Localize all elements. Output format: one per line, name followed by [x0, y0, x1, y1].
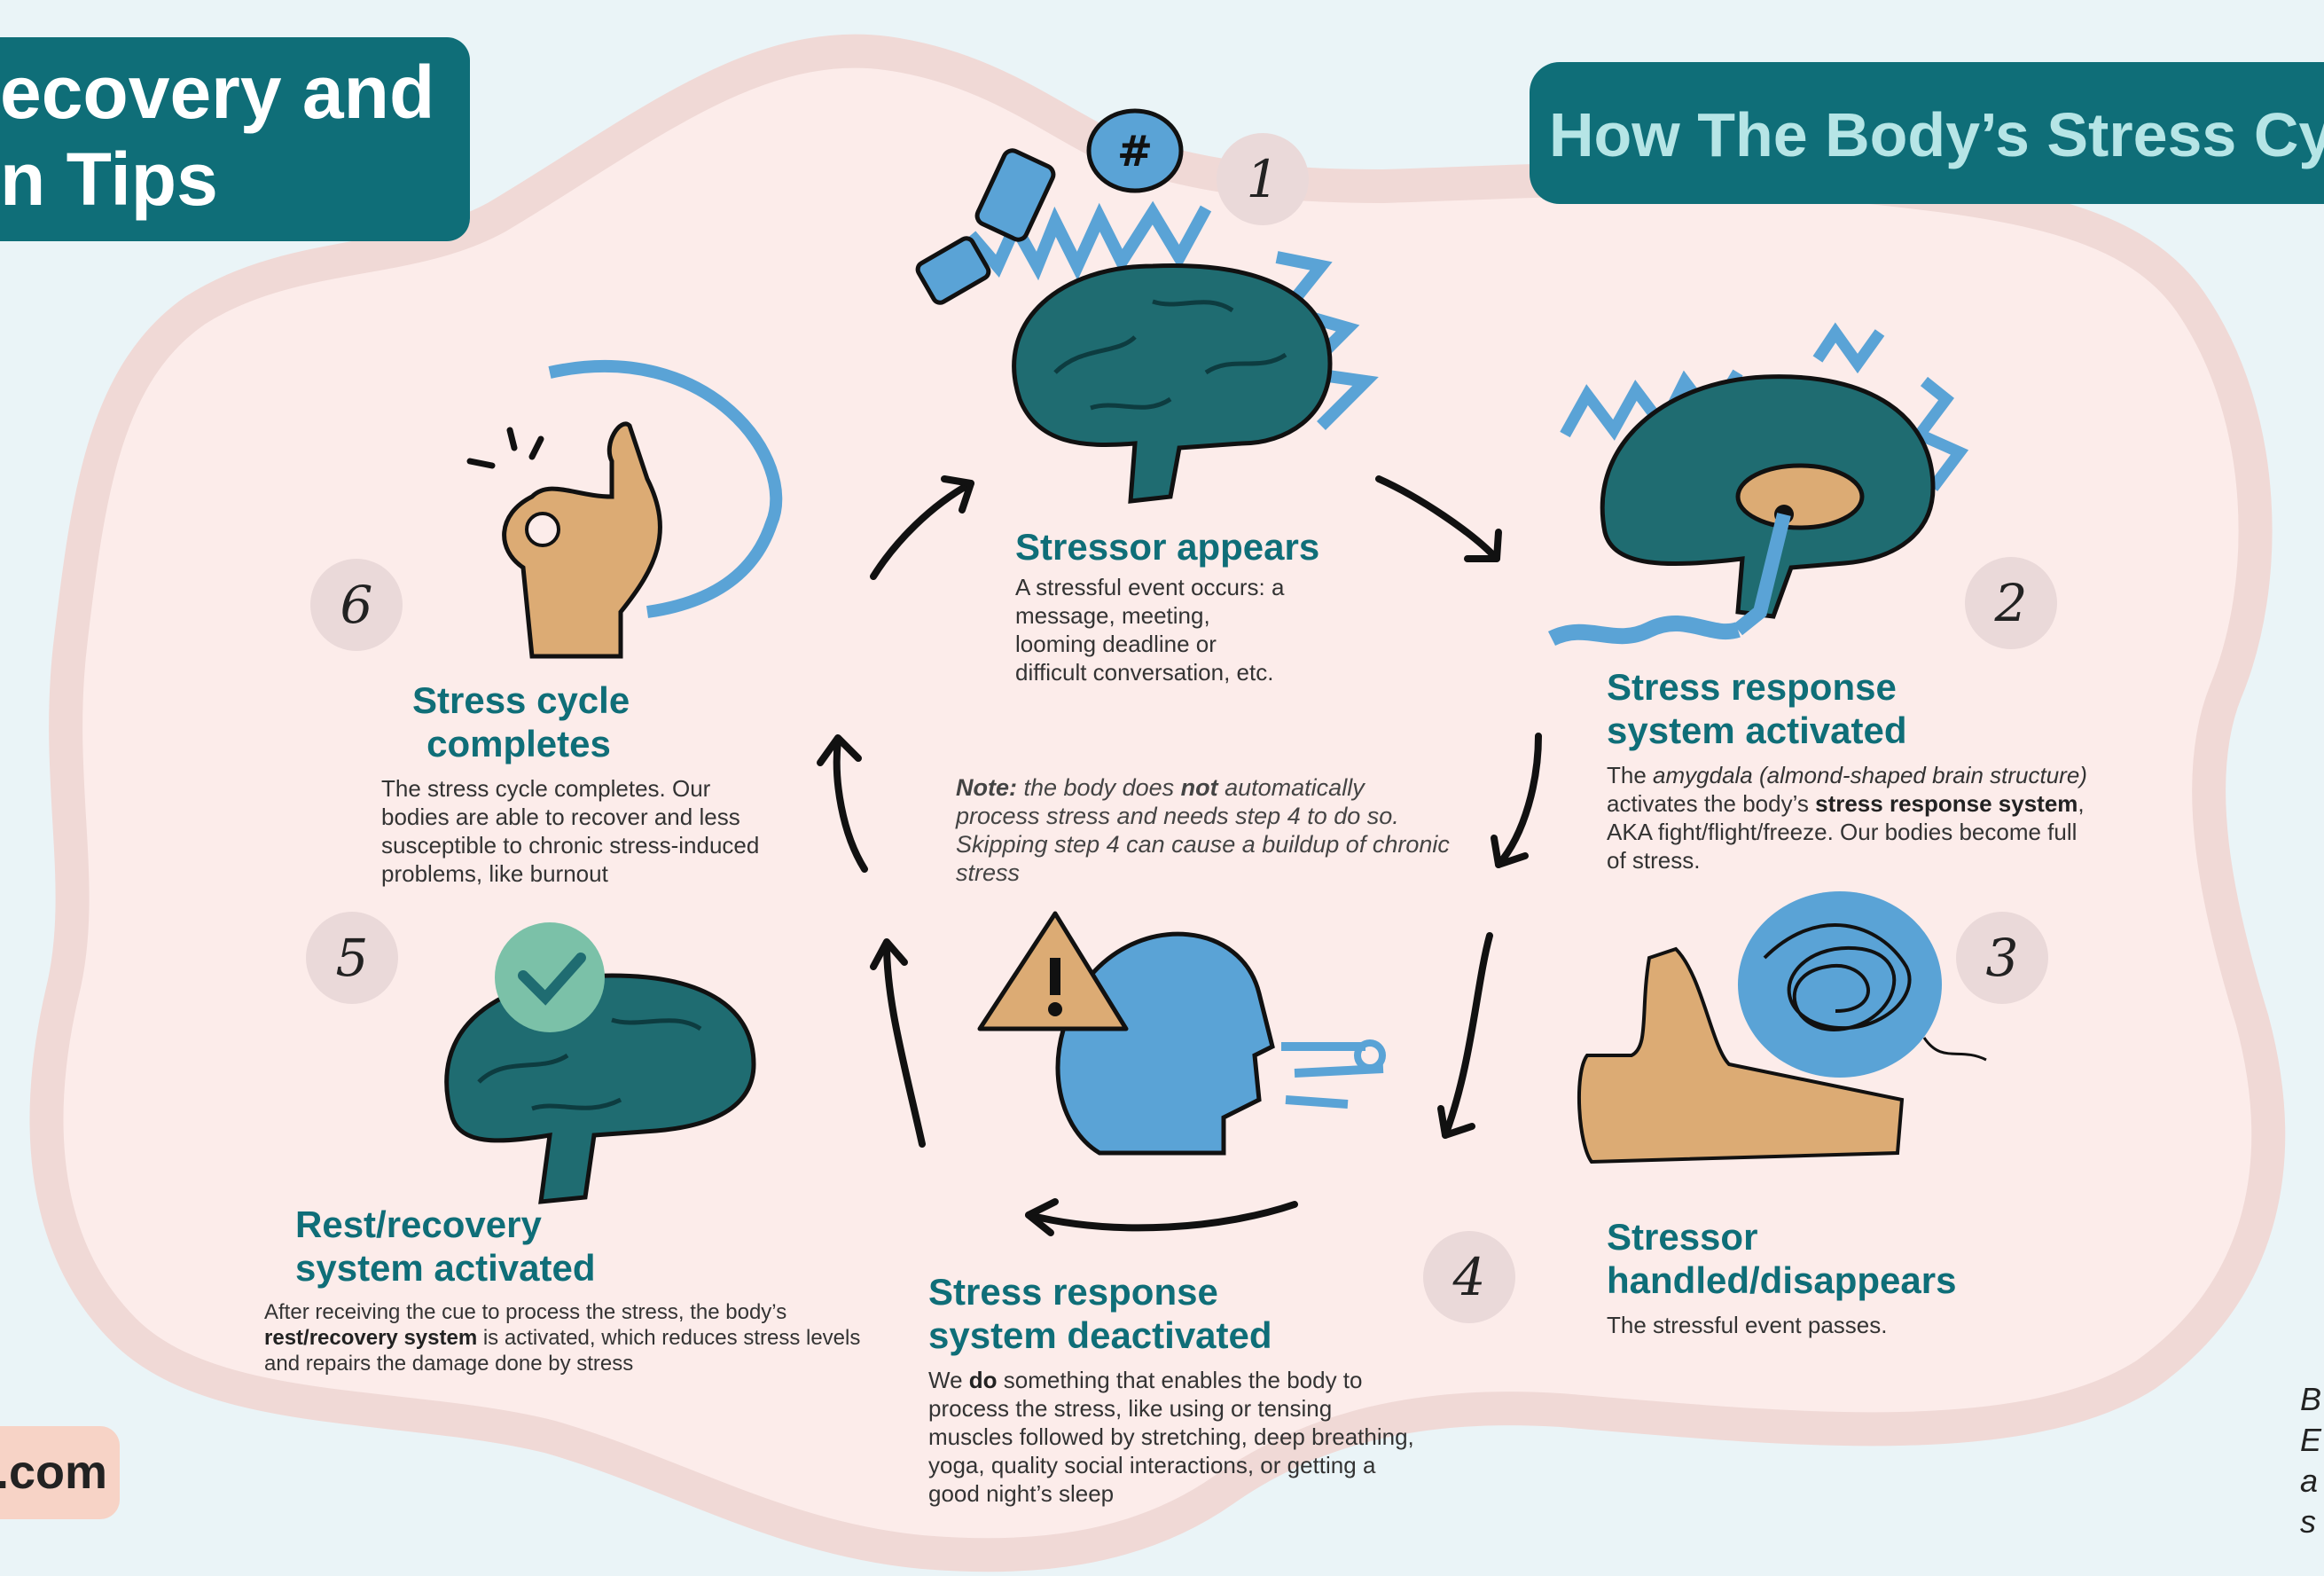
step-4-title-line: Stress response: [928, 1270, 1272, 1313]
step-2-body-text: The: [1607, 762, 1653, 788]
step-2-title-line: system activated: [1607, 709, 1907, 752]
step-5-body: After receiving the cue to process the s…: [264, 1299, 876, 1376]
step-2-body-italic: amygdala (almond-shaped brain structure): [1653, 762, 2087, 788]
note-label: Note:: [956, 774, 1017, 801]
center-note: Note: the body does not automatically pr…: [956, 773, 1452, 887]
step-1-body-line: difficult conversation, etc.: [1015, 658, 1352, 686]
step-number-4: 4: [1423, 1231, 1515, 1323]
step-5-title-line: Rest/recovery: [295, 1203, 596, 1246]
note-text: the body does: [1017, 774, 1181, 801]
step-1-title: Stressor appears: [1015, 525, 1319, 568]
step-number-5: 5: [306, 912, 398, 1004]
calm-brain-check-icon: [447, 922, 754, 1202]
step-1-body-line: message, meeting,: [1015, 601, 1352, 630]
step-number-1: 1: [1217, 133, 1309, 225]
step-2-title-line: Stress response: [1607, 665, 1907, 709]
step-number-3: 3: [1956, 912, 2048, 1004]
step-6-title: Stress cycle completes: [412, 678, 625, 765]
step-number-2: 2: [1965, 557, 2057, 649]
step-4-body-text: something that enables the body to proce…: [928, 1367, 1414, 1507]
step-2-title: Stress response system activated: [1607, 665, 1907, 752]
step-5-body-bold: rest/recovery system: [264, 1326, 477, 1350]
step-number-6: 6: [310, 559, 403, 651]
step-5-title: Rest/recovery system activated: [295, 1203, 596, 1290]
svg-text:#: #: [1117, 127, 1153, 176]
step-3-title-line: Stressor: [1607, 1215, 1956, 1258]
step-1-body-line: A stressful event occurs: a: [1015, 573, 1352, 601]
note-bold: not: [1181, 774, 1218, 801]
step-4-body-bold: do: [969, 1367, 998, 1393]
step-2-body-text: activates the body’s: [1607, 790, 1815, 817]
step-3-body: The stressful event passes.: [1607, 1311, 2050, 1339]
ok-hand-arc-icon: [470, 366, 776, 656]
step-6-title-line: completes: [412, 722, 625, 765]
step-6-title-line: Stress cycle: [412, 678, 625, 722]
step-2-body: The amygdala (almond-shaped brain struct…: [1607, 761, 2094, 874]
step-1-body: A stressful event occurs: a message, mee…: [1015, 573, 1352, 686]
step-4-title: Stress response system deactivated: [928, 1270, 1272, 1357]
step-3-title-line: handled/disappears: [1607, 1258, 1956, 1302]
tangled-thought-thumbs-up-icon: [1579, 891, 1986, 1162]
step-5-title-line: system activated: [295, 1246, 596, 1290]
step-4-body-text: We: [928, 1367, 969, 1393]
breathing-head-warning-icon: [980, 913, 1383, 1153]
step-2-body-bold: stress response system: [1815, 790, 2078, 817]
step-1-body-line: looming deadline or: [1015, 630, 1352, 658]
step-6-body: The stress cycle completes. Our bodies a…: [381, 774, 780, 888]
step-4-body: We do something that enables the body to…: [928, 1366, 1416, 1508]
step-3-title: Stressor handled/disappears: [1607, 1215, 1956, 1302]
step-5-body-text: After receiving the cue to process the s…: [264, 1300, 786, 1324]
amygdala-brain-icon: [1552, 333, 1960, 639]
step-4-title-line: system deactivated: [928, 1313, 1272, 1357]
